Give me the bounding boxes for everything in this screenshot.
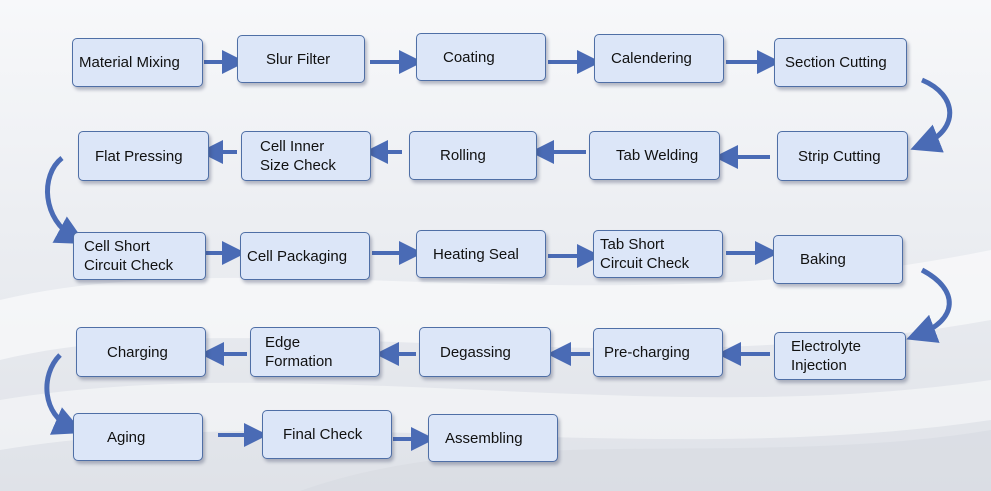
step-label: Pre-charging <box>604 344 690 361</box>
step-calendering: Calendering <box>594 34 724 83</box>
step-cell-packaging: Cell Packaging <box>240 232 370 280</box>
step-pre-charging: Pre-charging <box>593 328 723 377</box>
step-label: Flat Pressing <box>95 147 183 165</box>
step-label: Aging <box>107 428 146 446</box>
step-label: Section Cutting <box>785 54 887 71</box>
step-label: Degassing <box>440 343 511 361</box>
step-label: Heating Seal <box>433 245 519 263</box>
step-label: Assembling <box>445 429 523 447</box>
step-label: Baking <box>800 251 846 268</box>
step-flat-pressing: Flat Pressing <box>78 131 209 181</box>
step-degassing: Degassing <box>419 327 551 377</box>
step-label: Cell Inner Size Check <box>260 138 336 174</box>
step-label: Tab Short Circuit Check <box>600 236 690 272</box>
step-label: Rolling <box>440 147 486 164</box>
step-electrolyte-injection: Electrolyte Injection <box>774 332 906 380</box>
step-final-check: Final Check <box>262 410 392 459</box>
step-strip-cutting: Strip Cutting <box>777 131 908 181</box>
step-label: Final Check <box>283 426 363 443</box>
step-cell-inner-size-check: Cell Inner Size Check <box>241 131 371 181</box>
step-tab-short-circuit-check: Tab Short Circuit Check <box>593 230 723 278</box>
step-section-cutting: Section Cutting <box>774 38 907 87</box>
step-label: Charging <box>107 343 168 361</box>
step-aging: Aging <box>73 413 203 461</box>
step-assembling: Assembling <box>428 414 558 462</box>
step-label: Material Mixing <box>79 54 180 71</box>
step-heating-seal: Heating Seal <box>416 230 546 278</box>
step-label: Strip Cutting <box>798 147 881 165</box>
step-label: Electrolyte Injection <box>791 338 862 374</box>
step-edge-formation: Edge Formation <box>250 327 380 377</box>
step-slur-filter: Slur Filter <box>237 35 365 83</box>
step-baking: Baking <box>773 235 903 284</box>
step-cell-short-circuit-check: Cell Short Circuit Check <box>73 232 206 280</box>
step-label: Cell Packaging <box>247 247 348 265</box>
step-label: Cell Short Circuit Check <box>84 238 174 274</box>
step-coating: Coating <box>416 33 546 81</box>
step-tab-welding: Tab Welding <box>589 131 720 180</box>
step-charging: Charging <box>76 327 206 377</box>
step-label: Coating <box>443 48 495 66</box>
step-material-mixing: Material Mixing <box>72 38 203 87</box>
step-label: Slur Filter <box>266 50 331 68</box>
step-label: Calendering <box>611 50 692 67</box>
step-label: Edge Formation <box>265 334 333 370</box>
step-label: Tab Welding <box>616 147 699 164</box>
step-rolling: Rolling <box>409 131 537 180</box>
